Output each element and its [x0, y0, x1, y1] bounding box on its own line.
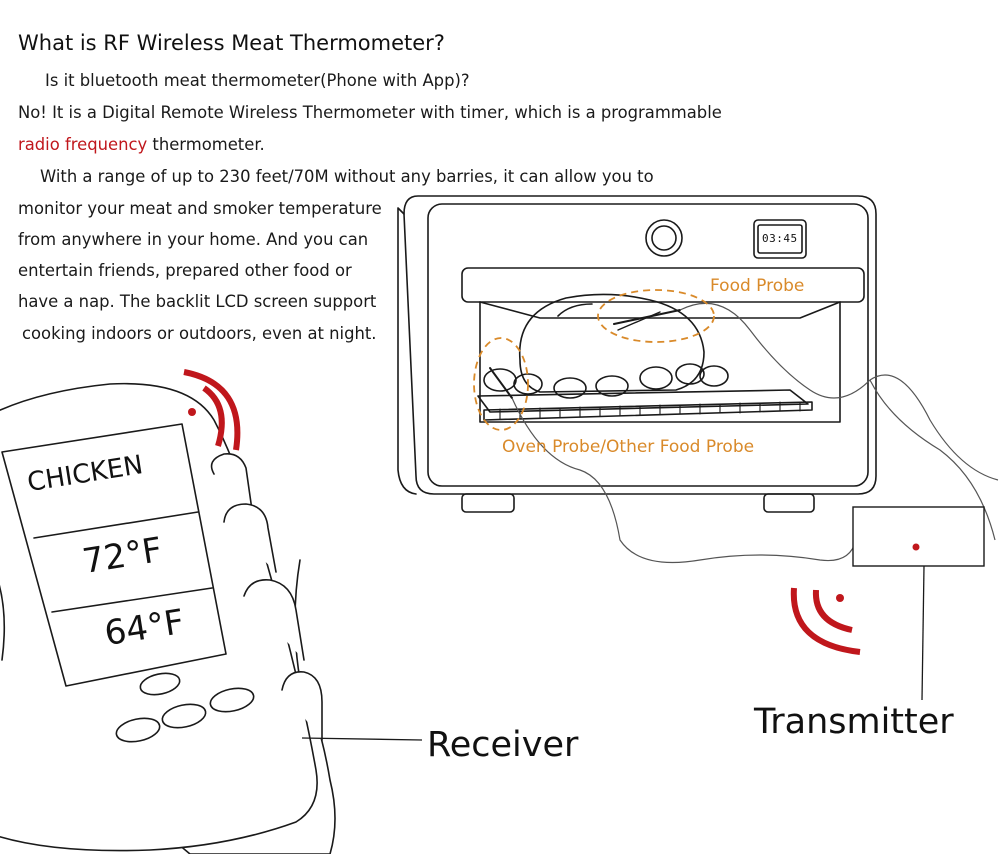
food-probe-label: Food Probe — [710, 276, 805, 296]
intro-answer: No! It is a Digital Remote Wireless Ther… — [18, 103, 722, 122]
body-line-8: have a nap. The backlit LCD screen suppo… — [18, 292, 377, 311]
receiver-label: Receiver — [427, 725, 579, 765]
oven-illustration — [397, 195, 877, 513]
oven-timer-display: 03:45 — [762, 232, 798, 245]
transmitter-label: Transmitter — [754, 702, 954, 742]
receiver-leader-line — [301, 737, 423, 741]
body-line-5: monitor your meat and smoker temperature — [18, 199, 382, 218]
transmitter-illustration — [852, 506, 985, 701]
receiver-illustration — [0, 382, 336, 854]
intro-line-3-rest: thermometer. — [147, 135, 265, 154]
oven-probe-label: Oven Probe/Other Food Probe — [502, 437, 755, 457]
body-line-6: from anywhere in your home. And you can — [18, 230, 369, 249]
body-line-7: entertain friends, prepared other food o… — [18, 261, 352, 280]
intro-question: Is it bluetooth meat thermometer(Phone w… — [45, 71, 470, 90]
range-line: With a range of up to 230 feet/70M witho… — [40, 167, 654, 186]
receiver-signal-icon — [183, 369, 241, 451]
intro-line-3: radio frequency thermometer. — [18, 135, 265, 155]
body-line-9: cooking indoors or outdoors, even at nig… — [22, 324, 377, 343]
radio-frequency-highlight: radio frequency — [18, 135, 148, 154]
probe-highlights — [473, 289, 715, 431]
page-title: What is RF Wireless Meat Thermometer? — [18, 31, 445, 55]
transmitter-signal-icon — [790, 587, 861, 655]
